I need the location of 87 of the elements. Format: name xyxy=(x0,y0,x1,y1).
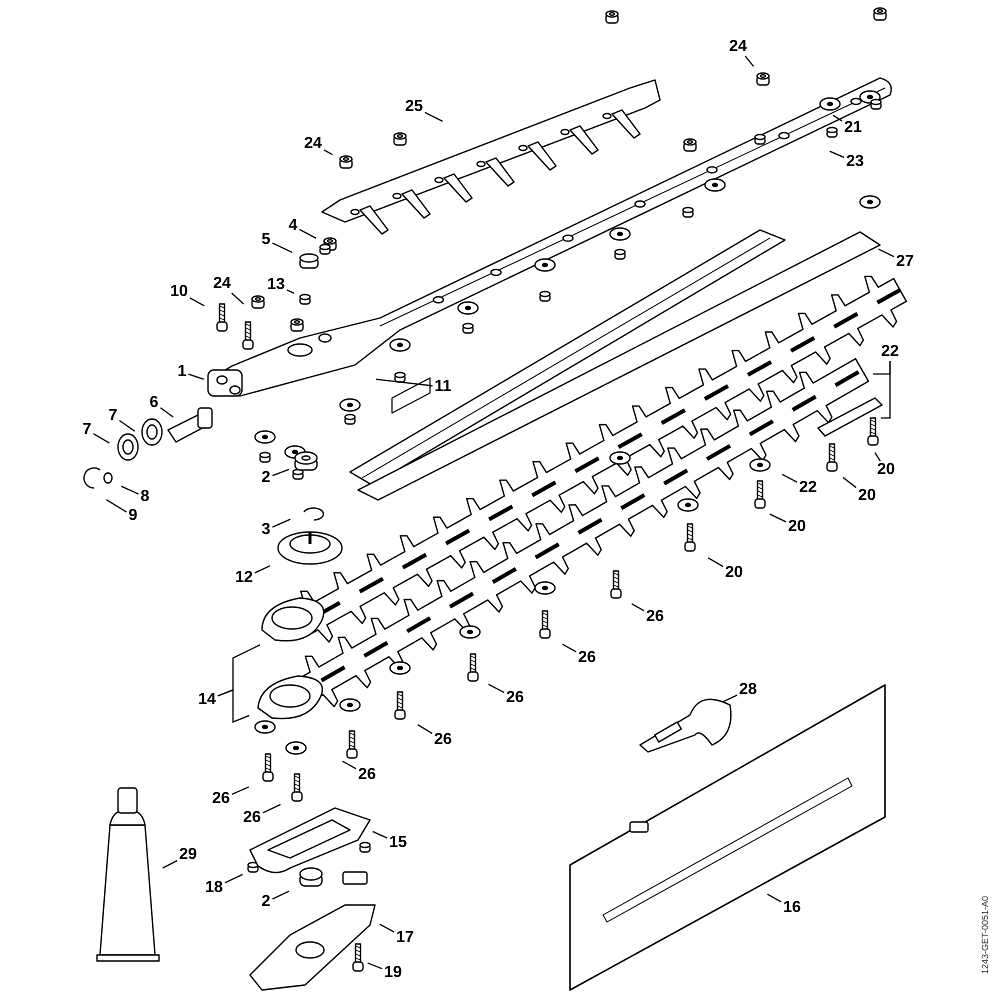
leader-line xyxy=(417,724,432,734)
leader-line xyxy=(368,962,382,970)
leader-line xyxy=(232,786,250,795)
callout-number: 4 xyxy=(288,218,298,234)
leader-line xyxy=(488,684,504,693)
callout-number: 23 xyxy=(846,154,864,170)
leader-line xyxy=(224,874,243,884)
leader-line xyxy=(188,374,204,380)
leader-line xyxy=(162,860,178,869)
callout-number: 20 xyxy=(788,519,806,535)
callout-number: 6 xyxy=(150,395,158,411)
leader-line xyxy=(832,114,842,122)
callout-number: 9 xyxy=(128,508,138,524)
callout-number: 26 xyxy=(358,767,376,783)
callout-number: 26 xyxy=(243,810,261,826)
leader-line xyxy=(782,474,798,483)
callout-number: 5 xyxy=(262,232,270,248)
leader-line xyxy=(342,760,356,770)
leader-line xyxy=(262,804,281,814)
callout-number: 22 xyxy=(799,480,817,496)
callout-number: 26 xyxy=(212,791,230,807)
leader-line xyxy=(562,644,576,652)
callout-number: 15 xyxy=(389,835,407,851)
callout-number: 14 xyxy=(198,692,216,708)
leader-line xyxy=(880,361,891,419)
callout-number: 8 xyxy=(140,489,150,505)
leader-line xyxy=(93,433,110,444)
leader-line xyxy=(324,149,333,156)
leader-line xyxy=(723,694,738,702)
callout-number: 26 xyxy=(434,732,452,748)
callout-number: 26 xyxy=(506,690,524,706)
callout-number: 24 xyxy=(729,39,747,55)
callout-number: 26 xyxy=(646,609,664,625)
callout-number: 22 xyxy=(881,344,899,360)
callout-number: 24 xyxy=(213,276,231,292)
callout-number: 10 xyxy=(170,284,188,300)
callout-number: 2 xyxy=(262,470,270,486)
callout-number: 20 xyxy=(858,488,876,504)
callout-number: 29 xyxy=(179,847,197,863)
drawing-code: 1243-GET-0051-A0 xyxy=(980,896,990,974)
callout-number: 25 xyxy=(405,99,423,115)
leader-line xyxy=(272,242,292,253)
callout-number: 26 xyxy=(578,650,596,666)
callout-number: 2 xyxy=(262,894,270,910)
leader-line xyxy=(254,565,270,574)
callout-number: 20 xyxy=(725,565,743,581)
leader-line xyxy=(190,297,205,306)
leader-line xyxy=(770,514,786,522)
leader-line xyxy=(842,476,856,488)
callout-number: 24 xyxy=(304,136,322,152)
leader-line xyxy=(744,56,754,67)
callout-number: 21 xyxy=(844,120,862,136)
callout-number: 3 xyxy=(262,522,270,538)
leader-line xyxy=(272,518,291,528)
callout-number: 11 xyxy=(434,379,452,395)
callout-number: 1 xyxy=(178,364,186,380)
callout-number: 16 xyxy=(783,900,801,916)
leader-line xyxy=(286,289,294,294)
leader-line xyxy=(376,378,433,386)
leader-line xyxy=(272,468,290,476)
leader-line xyxy=(874,452,881,462)
callout-number: 12 xyxy=(235,570,253,586)
callout-number: 7 xyxy=(82,422,92,438)
callout-number: 20 xyxy=(877,462,895,478)
leader-line xyxy=(160,407,174,418)
leader-line xyxy=(121,486,139,495)
leader-line xyxy=(218,689,250,723)
leader-line xyxy=(119,420,136,432)
leader-line xyxy=(829,150,844,158)
leader-line xyxy=(106,499,127,513)
leader-line xyxy=(878,248,894,258)
leader-line xyxy=(299,228,316,239)
callout-number: 27 xyxy=(896,254,914,270)
callout-number: 13 xyxy=(267,277,285,293)
callout-number: 7 xyxy=(108,408,118,424)
leader-line xyxy=(272,890,290,900)
callout-number: 18 xyxy=(205,880,223,896)
leader-line xyxy=(708,557,724,568)
leader-line xyxy=(372,830,388,839)
callout-number: 28 xyxy=(739,682,757,698)
leader-line xyxy=(379,924,394,933)
callout-number: 17 xyxy=(396,930,414,946)
leader-line xyxy=(631,603,644,612)
leader-line xyxy=(231,292,244,305)
callout-number: 19 xyxy=(384,965,402,981)
leader-line xyxy=(424,112,443,122)
leader-line xyxy=(767,894,782,902)
